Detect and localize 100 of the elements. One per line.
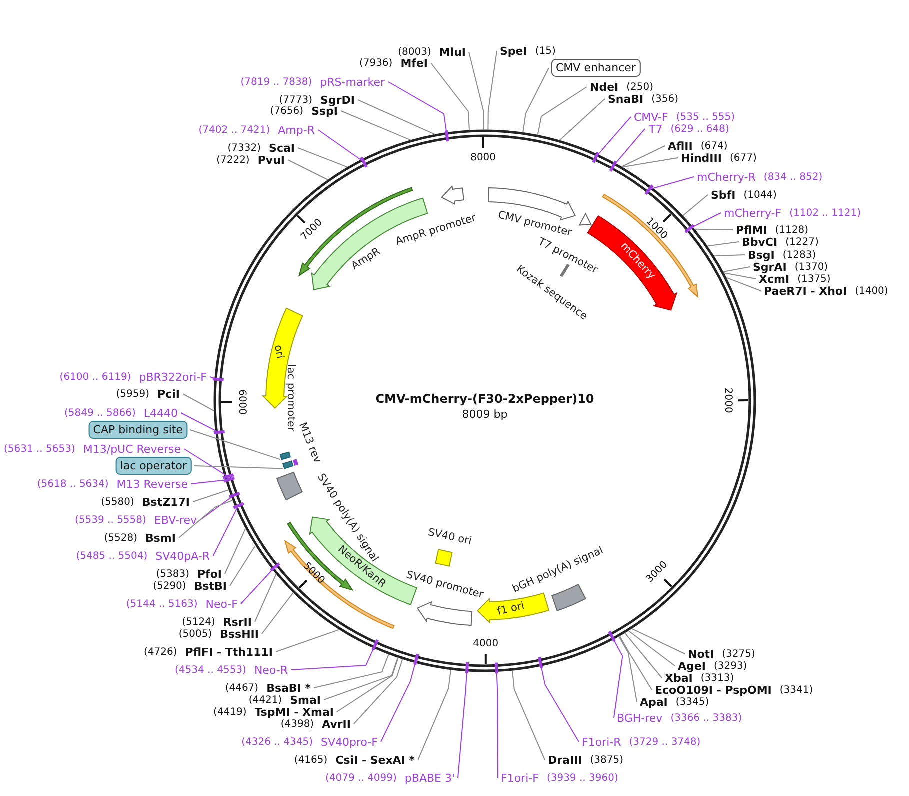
restriction-site-label: AflII (674) (668, 140, 728, 152)
leader-line (612, 636, 624, 718)
primer-label: (5631 .. 5653) M13/pUC Reverse (4, 442, 181, 456)
leader-line (726, 277, 762, 292)
restriction-site-label: (5383) PfoI (156, 568, 222, 580)
restriction-site-label: (4398) AvrII (280, 718, 351, 730)
leader-line (458, 668, 468, 778)
leader-line (706, 242, 740, 247)
primer-label: (5849 .. 5866) L4440 (64, 406, 178, 420)
restriction-site-label: EcoO109I - PspOMI (3341) (655, 684, 814, 696)
primer-label: (5485 .. 5504) SV40pA-R (76, 550, 210, 562)
primer-label: (7819 .. 7838) pRS-marker (240, 76, 385, 88)
feature-tag: CAP binding site (88, 421, 188, 439)
leader-line (192, 490, 230, 502)
leader-line (190, 430, 281, 460)
restriction-site-label: (7936) MfeI (359, 56, 428, 70)
leader-line (388, 82, 448, 136)
leader-line (624, 632, 662, 678)
leader-line (628, 630, 676, 666)
restriction-site-label: (5528) BsmI (104, 532, 176, 544)
restriction-site-label: DraIII (3875) (548, 754, 624, 766)
restriction-site-label: (5580) BstZ17I (101, 496, 190, 508)
primer-label: (7402 .. 7421) Amp-R (198, 124, 315, 136)
restriction-site-label: SnaBI (356) (608, 92, 679, 106)
feature-block: SV40 ori (427, 526, 473, 567)
restriction-site-label: BbvCI (1227) (742, 236, 819, 248)
leader-line (488, 50, 498, 130)
restriction-site-label: (5290) BstBI (153, 580, 227, 592)
leader-line (468, 52, 484, 130)
leader-line (318, 130, 364, 162)
leader-line (622, 158, 678, 168)
primer-label: F1ori-F (3939 .. 3960) (501, 772, 618, 784)
primer-label: (6100 .. 6119) pBR322ori-F (60, 370, 207, 384)
plasmid-name: CMV-mCherry-(F30-2xPepper)10 (376, 392, 594, 406)
feature-label: M13 rev (296, 421, 324, 465)
restriction-site-label: (8003) MluI (398, 46, 466, 58)
restriction-site-label: SgrAI (1370) (753, 260, 828, 274)
leader-line (512, 670, 546, 760)
primer-label: (4534 .. 4553) Neo-R (175, 664, 288, 676)
scale-number: 8000 (470, 152, 496, 164)
leader-line (200, 494, 235, 520)
leader-line (649, 176, 694, 190)
restriction-site-label: NdeI (250) (590, 80, 654, 94)
feature-block (280, 452, 291, 460)
restriction-site-label: SbfI (1044) (711, 188, 777, 202)
leader-line (240, 566, 276, 604)
leader-line (180, 412, 220, 433)
leader-line (559, 98, 606, 141)
leader-line (540, 662, 580, 742)
leader-line (430, 62, 470, 131)
leader-line (276, 629, 340, 652)
leader-line (496, 668, 498, 778)
leader-line (354, 658, 404, 724)
plasmid-size: 8009 bp (462, 408, 508, 421)
primer-label: (4079 .. 4099) pBABE 3' (326, 772, 455, 784)
leader-line (262, 592, 294, 634)
restriction-site-label: (5124) RsrII (182, 616, 252, 628)
feature-block (282, 460, 294, 470)
leader-line (694, 228, 734, 230)
restriction-site-label: PflMI (1128) (736, 224, 809, 236)
leader-line (621, 146, 666, 168)
leader-line (290, 644, 376, 670)
primer-label: (5539 .. 5558) EBV-rev (75, 514, 197, 526)
restriction-site-label: PaeR7I - XhoI (1400) (764, 284, 888, 298)
leader-line (714, 254, 746, 257)
restriction-site-label: XcmI (1375) (759, 272, 831, 286)
feature-tag: CMV enhancer (552, 59, 641, 77)
leader-line (522, 68, 550, 134)
restriction-site-label: (4421) SmaI (248, 694, 321, 706)
scale-number: 4000 (473, 638, 499, 650)
leader-line (631, 628, 686, 654)
restriction-site-label: (7773) SgrDI (279, 94, 355, 106)
restriction-site-label: XbaI (3313) (665, 672, 734, 684)
restriction-site-label: BsgI (1283) (748, 248, 816, 262)
leader-line (184, 448, 228, 478)
leader-line (682, 194, 708, 216)
primer-label: (5144 .. 5163) Neo-F (126, 598, 238, 610)
leader-line (537, 86, 588, 136)
restriction-site-label: AgeI (3293) (678, 660, 748, 672)
leader-line (336, 657, 399, 712)
leader-line (210, 376, 218, 380)
restriction-site-label: ApaI (3345) (640, 696, 710, 708)
leader-line (182, 394, 215, 412)
primer-label: (5618 .. 5634) M13 Reverse (37, 478, 188, 490)
leader-line (596, 116, 632, 158)
primer-label: (4326 .. 4345) SV40pro-F (242, 736, 378, 748)
restriction-site-label: SpeI (15) (500, 44, 556, 58)
scale-number: 2000 (722, 388, 734, 414)
restriction-site-label: (5959) PciI (116, 388, 180, 400)
leader-line (230, 545, 256, 586)
leader-line (224, 528, 246, 574)
restriction-site-label: HindIII (677) (681, 152, 757, 164)
leader-line (723, 272, 756, 280)
scale-number: 6000 (236, 390, 248, 416)
restriction-site-label: (5005) BssHII (178, 628, 259, 640)
restriction-site-label: (7332) ScaI (228, 142, 295, 154)
leader-line (380, 660, 417, 742)
leader-line (254, 574, 277, 622)
primer-label: mCherry-R (834 .. 852) (697, 170, 823, 184)
primer-label: BGH-rev (3366 .. 3383) (617, 712, 742, 724)
